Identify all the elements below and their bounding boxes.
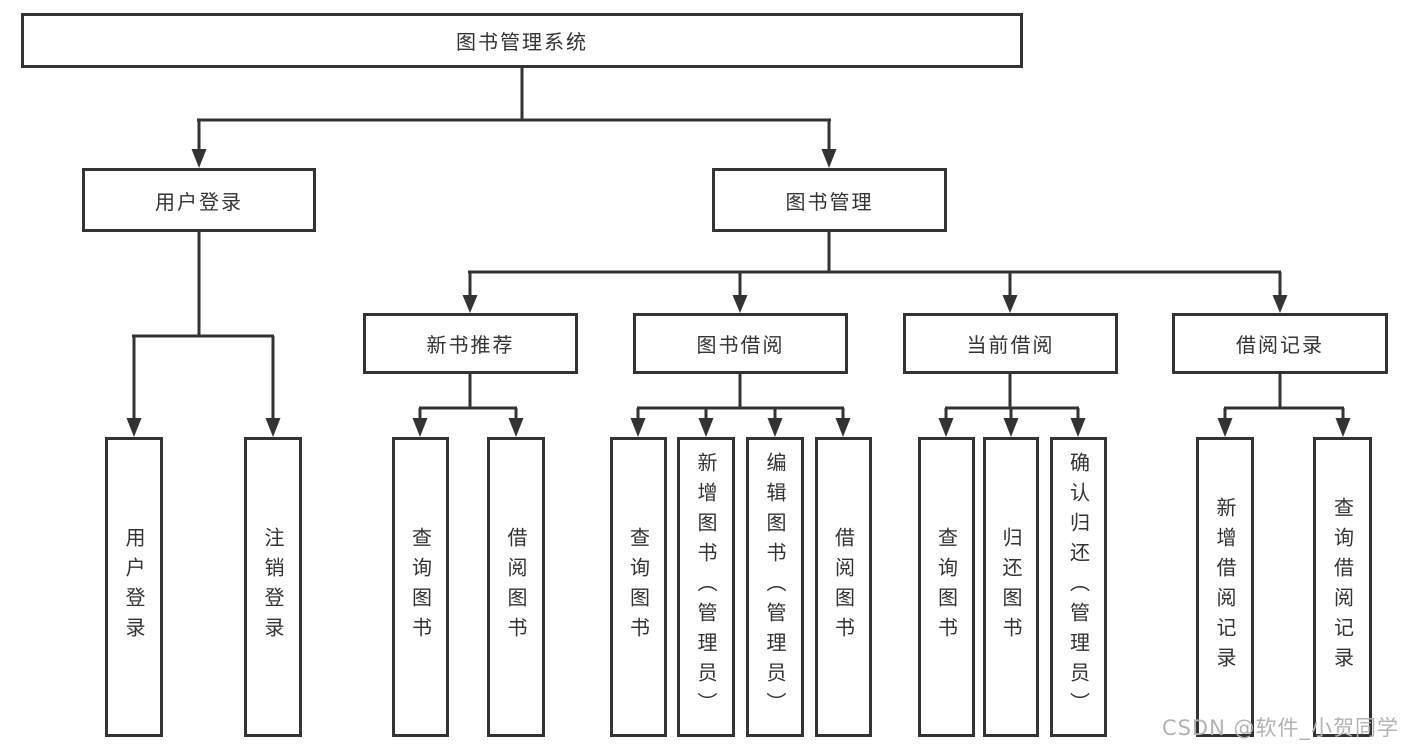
leaf-recommend-borrow-book-label: 借阅图书 (504, 527, 528, 647)
leaf-confirm-return-admin: 确认归还（管理员） (1050, 437, 1107, 737)
leaf-query-borrow-record: 查询借阅记录 (1313, 437, 1372, 737)
node-user-login-label: 用户登录 (155, 189, 243, 214)
node-book-borrow-label: 图书借阅 (696, 333, 785, 357)
leaf-return-book: 归还图书 (983, 437, 1039, 737)
leaf-add-borrow-record: 新增借阅记录 (1196, 437, 1254, 737)
leaf-add-book-admin-label: 新增图书（管理员） (694, 452, 718, 722)
leaf-borrow-query-book-label: 查询图书 (626, 527, 651, 647)
node-current-borrow: 当前借阅 (903, 313, 1118, 374)
leaf-confirm-return-admin-label: 确认归还（管理员） (1066, 452, 1091, 722)
leaf-add-borrow-record-label: 新增借阅记录 (1213, 497, 1237, 677)
node-book-management: 图书管理 (712, 168, 947, 232)
leaf-return-book-label: 归还图书 (999, 527, 1023, 647)
node-borrow-record-label: 借阅记录 (1236, 333, 1324, 357)
leaf-add-book-admin: 新增图书（管理员） (677, 437, 735, 737)
node-root: 图书管理系统 (21, 13, 1023, 68)
leaf-user-login-label: 用户登录 (122, 527, 146, 647)
node-book-management-label: 图书管理 (785, 189, 874, 214)
leaf-borrow-query-book: 查询图书 (610, 437, 667, 737)
leaf-query-borrow-record-label: 查询借阅记录 (1330, 497, 1355, 677)
leaf-borrow-book-label: 借阅图书 (831, 527, 856, 647)
node-user-login: 用户登录 (82, 168, 316, 232)
leaf-borrow-book: 借阅图书 (815, 437, 872, 737)
leaf-logout-label: 注销登录 (261, 527, 285, 647)
leaf-logout: 注销登录 (244, 437, 302, 737)
node-book-borrow: 图书借阅 (633, 313, 848, 374)
leaf-edit-book-admin-label: 编辑图书（管理员） (763, 452, 787, 722)
csdn-watermark: CSDN @软件_小贺同学 (1161, 716, 1399, 740)
node-current-borrow-label: 当前借阅 (966, 333, 1055, 357)
leaf-recommend-query-book: 查询图书 (392, 437, 449, 737)
leaf-recommend-borrow-book: 借阅图书 (487, 437, 545, 737)
leaf-current-query-book-label: 查询图书 (934, 527, 959, 647)
node-new-book-recommend: 新书推荐 (363, 313, 578, 374)
leaf-edit-book-admin: 编辑图书（管理员） (746, 437, 804, 737)
leaf-recommend-query-book-label: 查询图书 (408, 527, 433, 647)
node-borrow-record: 借阅记录 (1172, 313, 1388, 374)
leaf-current-query-book: 查询图书 (918, 437, 975, 737)
node-root-label: 图书管理系统 (456, 30, 588, 54)
leaf-user-login: 用户登录 (105, 437, 163, 737)
node-new-book-recommend-label: 新书推荐 (426, 333, 515, 357)
